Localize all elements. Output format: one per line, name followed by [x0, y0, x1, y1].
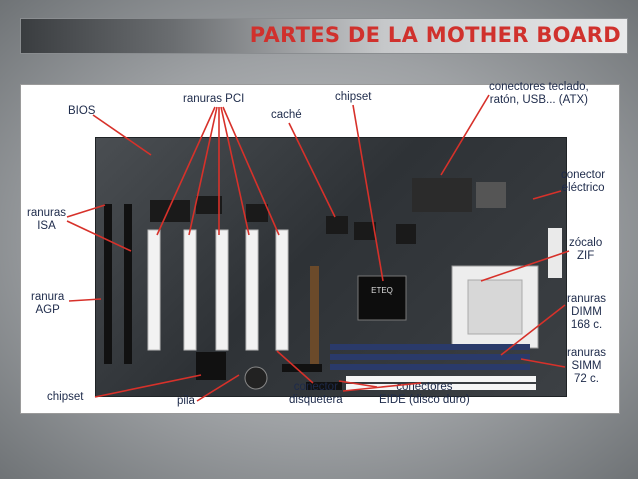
- label-conector-electrico: conector eléctrico: [561, 169, 605, 195]
- leader-line: [188, 106, 218, 236]
- label-line: 168 c.: [570, 319, 603, 331]
- eide-connector: [306, 382, 342, 390]
- atx-connectors: [412, 178, 472, 212]
- north-chipset: [357, 275, 407, 321]
- chip: [246, 204, 268, 222]
- pci-slot: [245, 229, 259, 351]
- leader-line: [338, 380, 378, 388]
- dimm-slot: [330, 364, 530, 370]
- label-line: zócalo: [569, 237, 603, 249]
- leader-line: [222, 106, 280, 236]
- leader-line: [352, 104, 384, 282]
- label-ranuras-pci: ranuras PCI: [183, 93, 245, 105]
- leader-line: [342, 382, 422, 392]
- leader-line: [440, 94, 490, 176]
- label-chipset-bottom: chipset: [47, 391, 84, 403]
- label-line: EIDE (disco duro): [379, 394, 470, 406]
- title-bar: PARTES DE LA MOTHER BOARD: [20, 18, 628, 54]
- label-line: SIMM: [571, 360, 602, 372]
- floppy-connector: [282, 364, 322, 372]
- motherboard-image: ETEQ: [95, 137, 567, 397]
- leader-line: [276, 350, 314, 384]
- leader-line: [532, 190, 562, 200]
- label-line: ranuras: [567, 347, 606, 359]
- dimm-slot: [330, 354, 530, 360]
- leader-lines: [66, 94, 570, 402]
- label-ranuras-simm: ranuras SIMM 72 c.: [567, 347, 606, 386]
- leader-line: [220, 106, 250, 236]
- label-ranuras-dimm: ranuras DIMM 168 c.: [567, 293, 606, 332]
- label-line: conectores teclado,: [489, 81, 589, 93]
- label-line: ZIF: [577, 250, 595, 262]
- leader-line: [156, 106, 216, 236]
- bios-chip: [150, 200, 190, 222]
- chip: [196, 196, 222, 214]
- motherboard-drawing: ETEQ: [104, 178, 562, 390]
- label-line: eléctrico: [561, 182, 605, 194]
- label-line: conector: [561, 169, 606, 181]
- label-line: 72 c.: [574, 373, 599, 385]
- label-chipset-top: chipset: [335, 91, 372, 103]
- leader-line: [500, 304, 566, 356]
- isa-slot: [104, 204, 112, 364]
- label-line: disquetera: [289, 394, 343, 406]
- label-line: ranura: [31, 291, 65, 303]
- leader-line: [196, 374, 240, 402]
- chip-label: ETEQ: [371, 286, 393, 295]
- power-connector: [548, 228, 562, 278]
- label-pila: pila: [177, 395, 195, 407]
- chip: [396, 224, 416, 244]
- label-line: ranuras: [27, 207, 66, 219]
- label-line: ranuras: [567, 293, 606, 305]
- leader-line: [288, 122, 336, 218]
- label-line: AGP: [35, 304, 60, 316]
- label-ranuras-isa: ranuras ISA: [27, 207, 66, 233]
- leader-line: [94, 374, 202, 398]
- dimm-slot: [330, 344, 530, 350]
- motherboard-diagram: ETEQ BIOS ranuras PCI caché: [20, 81, 620, 414]
- label-line: conector: [293, 381, 338, 393]
- leader-line: [520, 358, 566, 368]
- label-conector-disquetera: conector disquetera: [289, 381, 343, 407]
- zif-socket-center: [467, 279, 523, 335]
- usb-connector: [476, 182, 506, 208]
- leader-line: [480, 250, 570, 282]
- pci-slot: [147, 229, 161, 351]
- leader-line: [66, 204, 106, 218]
- label-conectores-teclado: conectores teclado, ratón, USB... (ATX): [489, 81, 589, 107]
- pci-slot: [215, 229, 229, 351]
- label-line: DIMM: [571, 306, 602, 318]
- simm-slot: [346, 384, 536, 390]
- cache-chip: [326, 216, 348, 234]
- slide-title: PARTES DE LA MOTHER BOARD: [249, 23, 621, 47]
- label-line: ISA: [37, 220, 56, 232]
- agp-slot: [310, 266, 319, 366]
- label-cache: caché: [271, 109, 302, 121]
- simm-slot: [346, 376, 536, 382]
- leader-line: [68, 298, 102, 302]
- leader-line: [66, 220, 132, 252]
- label-bios: BIOS: [68, 105, 96, 117]
- label-line: ratón, USB... (ATX): [489, 94, 588, 106]
- label-zocalo-zif: zócalo ZIF: [569, 237, 602, 263]
- cache-chip: [354, 222, 376, 240]
- pci-slot: [275, 229, 289, 351]
- isa-slot: [124, 204, 132, 364]
- label-ranura-agp: ranura AGP: [31, 291, 64, 317]
- leader-line: [92, 114, 152, 156]
- battery: [244, 366, 268, 390]
